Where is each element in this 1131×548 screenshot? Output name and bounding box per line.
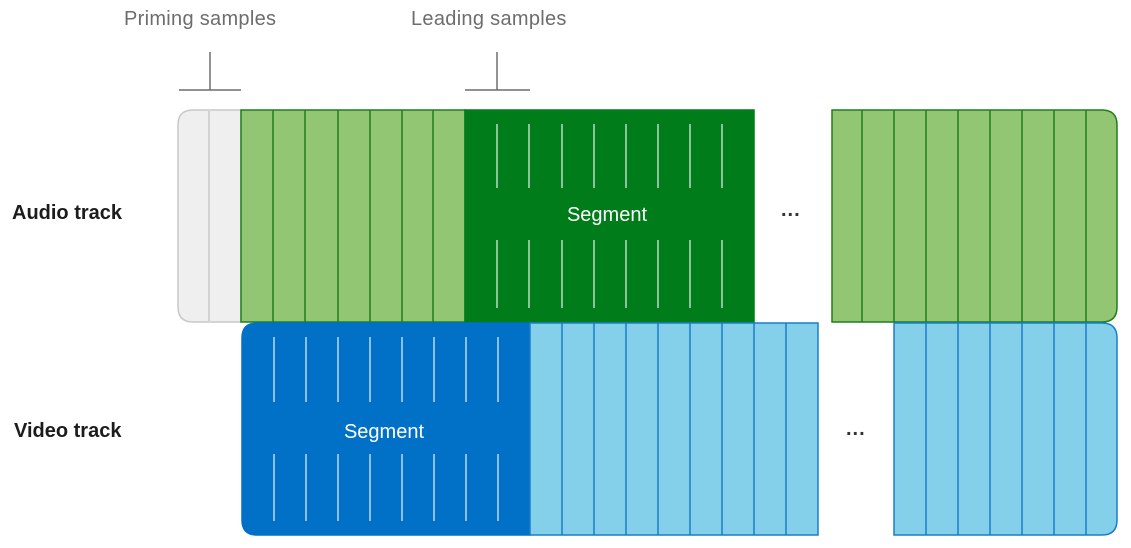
priming-samples-bracket (179, 52, 241, 91)
video-track-ellipsis: ... (846, 418, 866, 440)
video-samples-block (529, 322, 819, 536)
leading-samples-bracket (465, 52, 530, 91)
video-samples-tail-block (893, 322, 1118, 536)
priming-samples-annotation: Priming samples (124, 8, 277, 30)
audio-track-samples (177, 109, 1118, 323)
audio-track-label: Audio track (12, 202, 123, 224)
video-segment-label: Segment (344, 421, 424, 443)
audio-samples-block (240, 109, 466, 323)
audio-samples-tail-block (831, 109, 1118, 323)
leading-samples-annotation: Leading samples (411, 8, 567, 30)
audio-track-ellipsis: ... (781, 199, 801, 221)
video-track-samples (241, 322, 1118, 536)
video-track-label: Video track (14, 420, 122, 442)
audio-segment-label: Segment (567, 204, 647, 226)
audio-segment-block (464, 109, 755, 323)
video-segment-block (241, 322, 531, 536)
